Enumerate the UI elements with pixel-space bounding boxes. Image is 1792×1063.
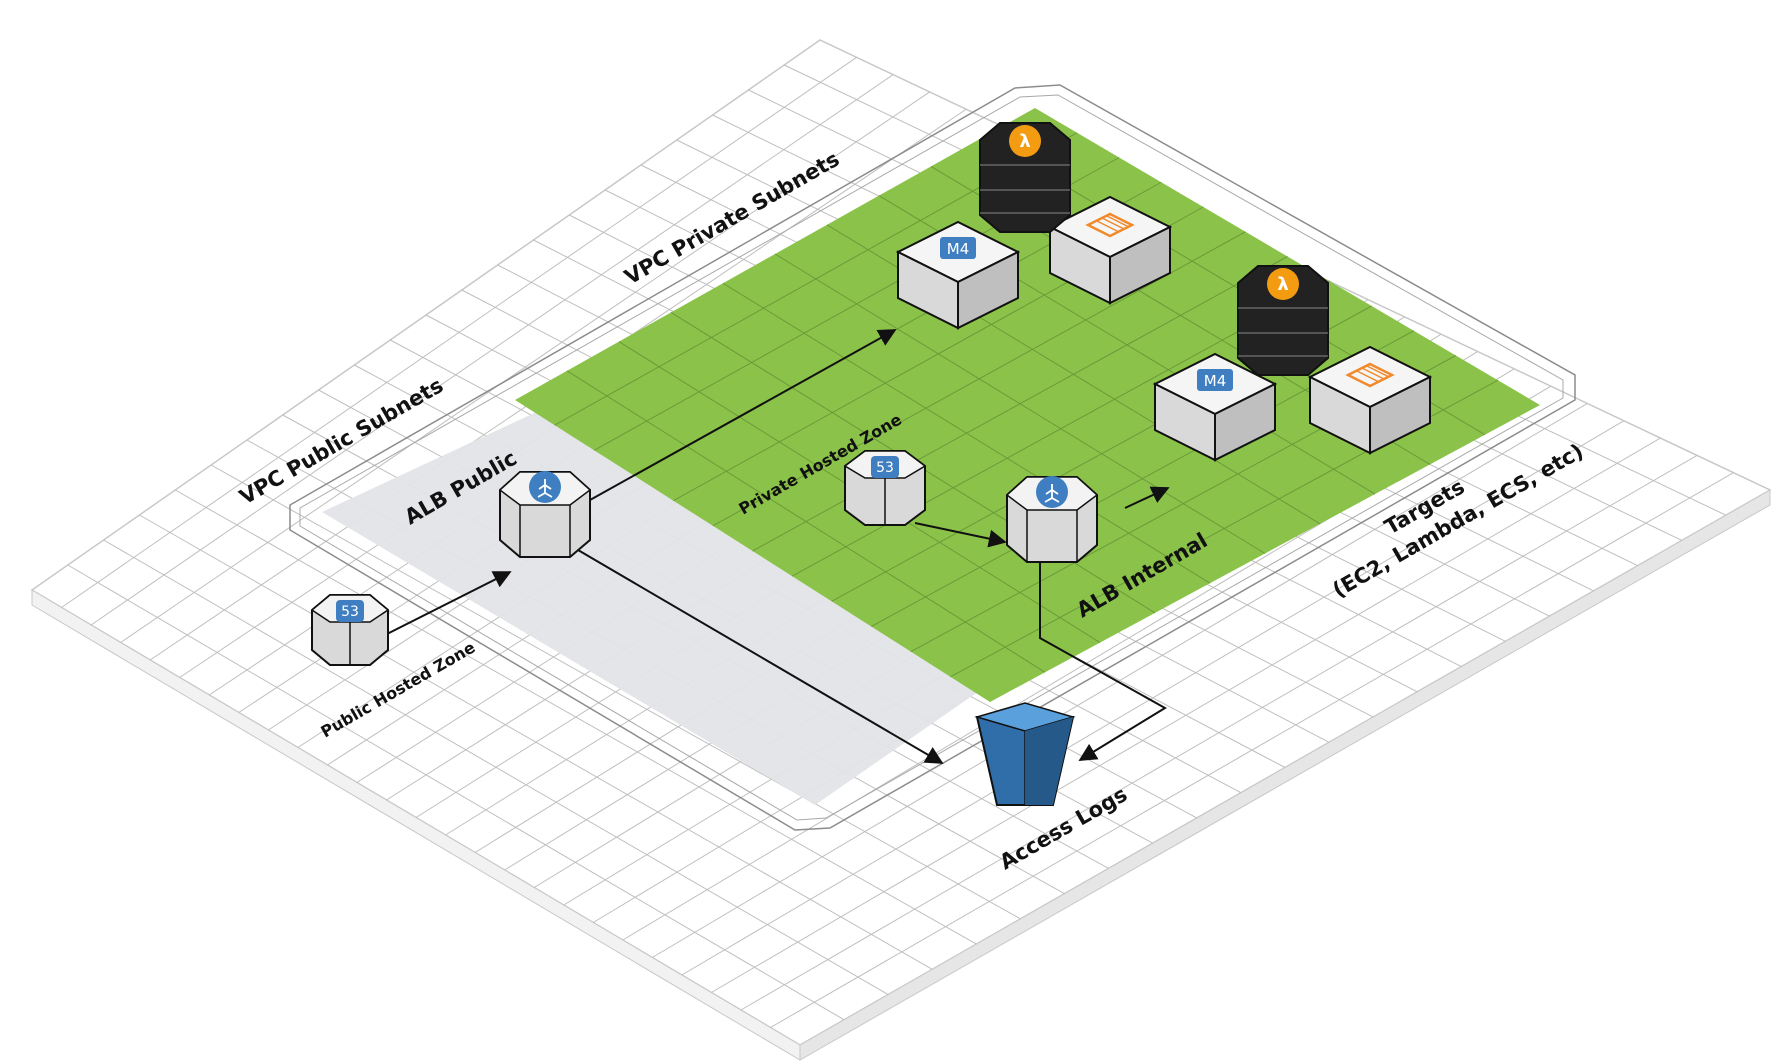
route53-badge: 53	[876, 460, 894, 476]
grid-line	[120, 91, 930, 643]
connections	[384, 329, 1170, 764]
ec2-badge: M4	[1204, 372, 1227, 390]
route53-icon	[871, 456, 899, 478]
private-hosted-zone-node[interactable]: 53	[843, 450, 927, 526]
ec2-badge: M4	[947, 240, 970, 258]
grid-line	[752, 256, 1288, 552]
lambda-badge: λ	[1019, 131, 1030, 152]
ec2-m4-node[interactable]: M4	[1152, 352, 1278, 462]
grid-line	[711, 437, 1661, 993]
arrow-alb-internal-to-targets	[1124, 486, 1170, 509]
route53-badge: 53	[341, 604, 359, 620]
arrow-public-zone-to-alb-public	[384, 571, 512, 636]
ec2-m4-icon	[940, 237, 976, 259]
alb-internal-node[interactable]	[1005, 476, 1099, 563]
arrow-alb-internal-to-access-logs	[1039, 560, 1167, 761]
lambda-node[interactable]: λ	[1237, 265, 1329, 376]
ecs-task-node[interactable]	[1047, 195, 1173, 305]
grid-line	[652, 403, 1588, 958]
lambda-icon	[1009, 125, 1041, 157]
arrow-alb-public-to-access-logs	[577, 549, 944, 764]
lambda-badge: λ	[1277, 274, 1288, 295]
grid-line	[740, 454, 1698, 1011]
ec2-m4-node[interactable]: M4	[895, 220, 1021, 330]
ecs-container-icon	[1085, 212, 1135, 238]
grid-line	[770, 472, 1734, 1028]
arrow-alb-public-to-targets	[589, 329, 897, 501]
public-subnet-area	[322, 400, 1005, 805]
public-hosted-zone-node[interactable]: 53	[310, 594, 390, 666]
route53-icon	[336, 600, 364, 622]
ecs-container-icon	[1345, 362, 1395, 388]
lambda-icon	[1267, 268, 1299, 300]
alb-public-node[interactable]	[498, 471, 592, 558]
grid-line	[61, 56, 857, 608]
private-subnet-area	[515, 108, 1540, 702]
arrow-private-zone-to-alb-internal	[914, 522, 1007, 548]
grid-line	[681, 420, 1625, 976]
lambda-node[interactable]: λ	[979, 122, 1071, 233]
vpc-outline	[289, 84, 1576, 831]
grid-line	[90, 74, 894, 626]
ecs-task-node[interactable]	[1307, 345, 1433, 455]
ec2-m4-icon	[1197, 369, 1233, 391]
vpc-outline-inner	[299, 94, 1564, 821]
access-logs-bucket[interactable]	[974, 702, 1076, 806]
